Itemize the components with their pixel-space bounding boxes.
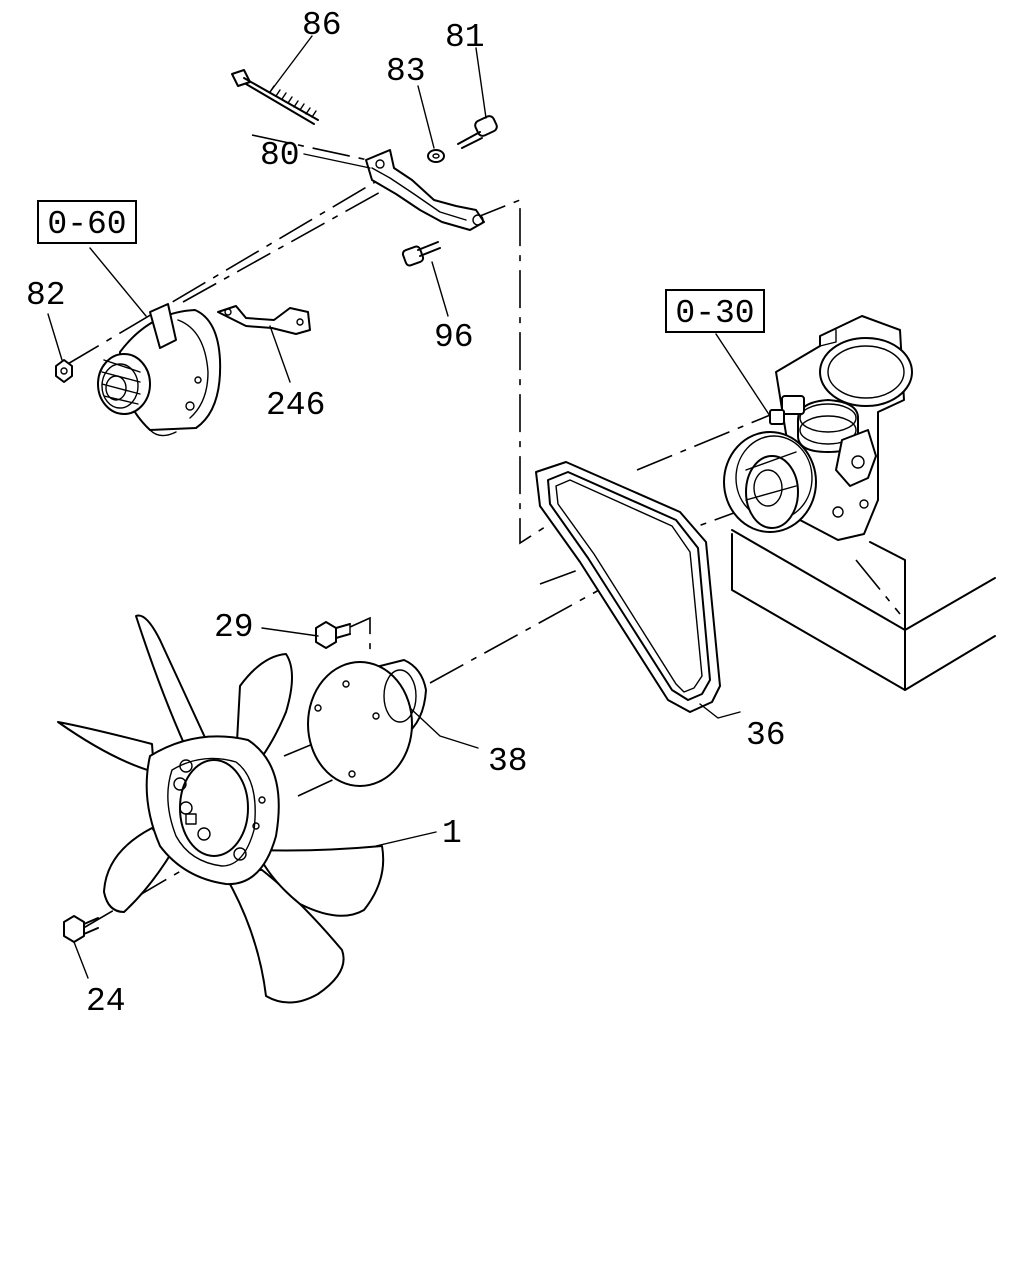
label-82: 82	[26, 277, 66, 314]
label-86: 86	[302, 7, 342, 44]
label-81: 81	[445, 19, 485, 56]
nut-82	[55, 359, 73, 383]
label-246: 246	[266, 387, 325, 424]
label-36: 36	[746, 717, 786, 754]
ref-label-0-60: 0-60	[47, 206, 126, 243]
washer-83-hole	[432, 153, 440, 159]
label-29: 29	[214, 609, 254, 646]
part-labels: 86 81 83 80 82 96 246 29 36 38 1 24	[26, 7, 786, 1020]
alternator	[97, 303, 222, 437]
label-38: 38	[488, 743, 528, 780]
bolt-86	[231, 69, 319, 125]
fan-clutch-38	[307, 659, 427, 787]
label-83: 83	[386, 53, 426, 90]
ref-box-alternator: 0-60	[37, 200, 137, 244]
ref-box-water-pump: 0-30	[665, 289, 765, 333]
label-80: 80	[260, 137, 300, 174]
ref-label-0-30: 0-30	[675, 295, 754, 332]
washer-83	[427, 149, 445, 163]
adjusting-bracket-80	[365, 149, 485, 231]
label-24: 24	[86, 983, 126, 1020]
cooling-fan-1	[57, 614, 385, 1004]
bolt-81	[457, 115, 498, 149]
bolt-24	[63, 915, 99, 943]
bolt-96	[401, 241, 441, 267]
label-1: 1	[442, 815, 462, 852]
engine-block	[731, 529, 996, 691]
label-96: 96	[434, 319, 474, 356]
bolt-29	[315, 621, 351, 649]
bracket-246	[217, 305, 311, 335]
leader-lines	[47, 35, 771, 979]
water-pump	[723, 315, 913, 541]
fan-belt-36	[535, 461, 721, 713]
